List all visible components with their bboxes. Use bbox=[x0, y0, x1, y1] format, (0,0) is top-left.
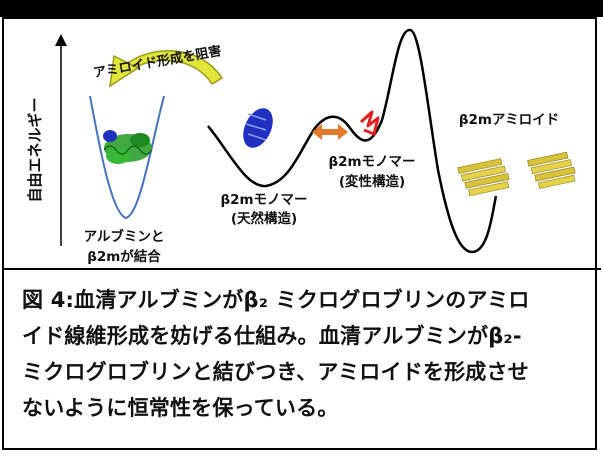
albumin-label-line1: アルブミンと bbox=[84, 228, 165, 245]
caption-line-1: 図 4:血清アルブミンがβ₂ ミクログロブリンのアミロ bbox=[22, 288, 530, 312]
caption-line-4: ないように恒常性を保っている。 bbox=[22, 396, 339, 420]
caption-divider bbox=[2, 268, 601, 270]
albumin-well-curve bbox=[89, 95, 165, 220]
denatured-label-line2: (変性構造) bbox=[339, 173, 405, 190]
albumin-label-line2: β2mが結合 bbox=[87, 248, 161, 265]
top-bar bbox=[0, 0, 603, 17]
equilibrium-arrow bbox=[312, 124, 348, 140]
denatured-label-line1: β2mモノマー bbox=[328, 154, 415, 170]
native-label-line1: β2mモノマー bbox=[220, 192, 307, 208]
amyloid-fibril-icon bbox=[457, 151, 576, 197]
caption-line-2: イド線維形成を妨げる仕組み。血清アルブミンがβ₂- bbox=[22, 324, 522, 348]
figure-caption: 図 4:血清アルブミンがβ₂ ミクログロブリンのアミロ イド線維形成を妨げる仕組… bbox=[22, 282, 592, 426]
inhibition-arrow-label: アミロイド形成を阻害 bbox=[92, 43, 223, 81]
caption-line-3: ミクログロブリンと結びつき、アミロイドを形成させ bbox=[22, 360, 529, 384]
figure-frame bbox=[2, 17, 597, 450]
inhibition-arrow bbox=[109, 50, 224, 88]
denatured-protein-icon bbox=[359, 110, 380, 136]
amyloid-label: β2mアミロイド bbox=[459, 112, 559, 128]
albumin-protein-icon bbox=[103, 130, 153, 164]
energy-landscape-curve bbox=[207, 28, 498, 254]
native-protein-icon bbox=[243, 108, 273, 148]
y-axis-label: 自由エネルギー bbox=[26, 97, 44, 202]
native-label-line2: (天然構造) bbox=[231, 210, 297, 227]
